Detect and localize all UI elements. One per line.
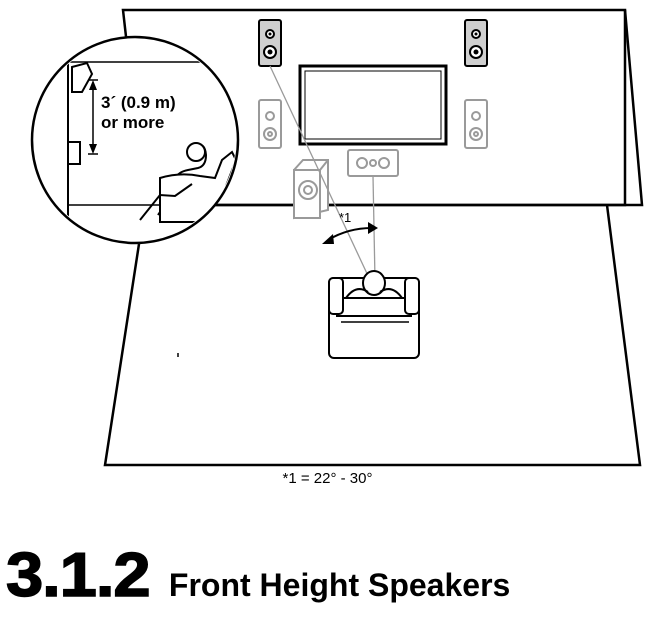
- room-layout-diagram: *1: [30, 8, 644, 467]
- section-number: 3.1.2: [5, 540, 151, 611]
- height-label-line1: 3´ (0.9 m): [101, 93, 176, 112]
- angle-arrowhead-left: [322, 234, 334, 244]
- height-label-line2: or more: [101, 113, 164, 132]
- callout-circle: 3´ (0.9 m) or more: [30, 35, 240, 245]
- front-height-speaker-right: [464, 19, 488, 67]
- sofa-with-listener: [328, 270, 420, 359]
- center-speaker: [347, 149, 399, 177]
- angle-note: *1 = 22° - 30°: [282, 470, 373, 487]
- subwoofer: [293, 159, 329, 220]
- section-title: Front Height Speakers: [168, 567, 511, 603]
- front-height-speaker-left: [258, 19, 282, 67]
- angle-marker: *1: [339, 210, 351, 225]
- front-speaker-left: [258, 99, 282, 149]
- section-heading: 3.1.2 Front Height Speakers: [5, 540, 646, 611]
- room-floor: [103, 203, 642, 467]
- front-speaker-right: [464, 99, 488, 149]
- tv-screen: [298, 64, 448, 146]
- angle-arrowhead-right: [368, 222, 378, 234]
